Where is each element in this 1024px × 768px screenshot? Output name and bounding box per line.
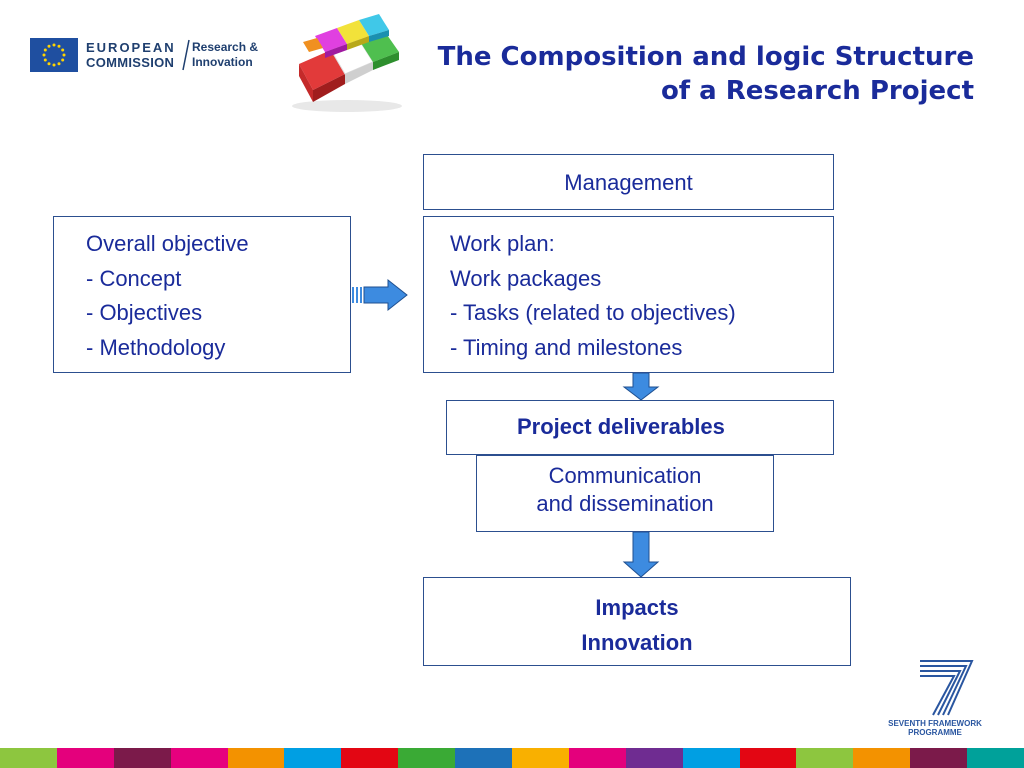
color-strip-segment [739, 748, 797, 768]
right-arrow-icon [350, 278, 410, 312]
fp7-seven-icon [920, 660, 974, 716]
impacts-box: Impacts Innovation [423, 577, 851, 666]
ec-name-line2: COMMISSION [86, 55, 175, 70]
color-strip-segment [455, 748, 513, 768]
color-strip [0, 748, 1024, 768]
color-strip-segment [398, 748, 456, 768]
down-arrow-icon [622, 531, 660, 578]
down-arrow-icon [622, 372, 660, 401]
overall-objective-box: Overall objective - Concept - Objectives… [53, 216, 351, 373]
communication-line2: and dissemination [536, 491, 714, 516]
fp7-line2: PROGRAMME [908, 728, 962, 737]
color-strip-segment [512, 748, 569, 768]
management-label: Management [564, 170, 693, 195]
color-strip-segment [341, 748, 399, 768]
work-plan-box: Work plan: Work packages - Tasks (relate… [423, 216, 834, 373]
dg-name: Research & Innovation [192, 40, 258, 70]
overall-item-concept: - Concept [86, 265, 182, 291]
fp7-line1: SEVENTH FRAMEWORK [888, 719, 982, 728]
work-plan-line2: Work packages [450, 265, 602, 291]
ec-name-line1: EUROPEAN [86, 40, 176, 55]
color-strip-segment [0, 748, 57, 768]
fp7-label: SEVENTH FRAMEWORK PROGRAMME [880, 719, 990, 737]
color-strip-segment [682, 748, 740, 768]
management-box: Management [423, 154, 834, 210]
title-line2: of a Research Project [660, 76, 974, 106]
overall-objective-heading: Overall objective [86, 231, 249, 256]
color-strip-segment [284, 748, 342, 768]
project-deliverables-box: Project deliverables [446, 400, 834, 455]
color-strip-segment [568, 748, 626, 768]
impacts-line1: Impacts [595, 595, 679, 620]
title-line1: The Composition and logic Structure [437, 42, 974, 72]
dg-name-line2: Innovation [192, 55, 253, 69]
european-commission-logo: EUROPEAN COMMISSION Research & Innovatio… [30, 38, 270, 74]
impacts-line2: Innovation [581, 629, 693, 655]
color-strip-segment [113, 748, 171, 768]
puzzle-graphic [285, 12, 415, 114]
color-strip-segment [796, 748, 854, 768]
ec-name: EUROPEAN COMMISSION [86, 40, 176, 70]
fp7-logo: SEVENTH FRAMEWORK PROGRAMME [880, 655, 990, 743]
color-strip-segment [56, 748, 114, 768]
dg-name-line1: Research & [192, 40, 259, 54]
communication-box: Communication and dissemination [476, 455, 774, 532]
slide-title: The Composition and logic Structure of a… [414, 40, 974, 108]
work-plan-line4: - Timing and milestones [450, 334, 683, 360]
color-strip-segment [227, 748, 285, 768]
work-plan-line3: - Tasks (related to objectives) [450, 300, 736, 325]
color-strip-segment [625, 748, 683, 768]
project-deliverables-label: Project deliverables [517, 414, 725, 439]
color-strip-segment [910, 748, 968, 768]
color-strip-segment [170, 748, 228, 768]
communication-line1: Communication [548, 463, 702, 488]
color-strip-segment [967, 748, 1024, 768]
logo-separator [182, 38, 190, 72]
eu-flag-icon [30, 38, 78, 72]
work-plan-line1: Work plan: [450, 231, 555, 256]
overall-item-objectives: - Objectives [86, 300, 203, 325]
overall-item-methodology: - Methodology [86, 334, 226, 360]
color-strip-segment [853, 748, 911, 768]
